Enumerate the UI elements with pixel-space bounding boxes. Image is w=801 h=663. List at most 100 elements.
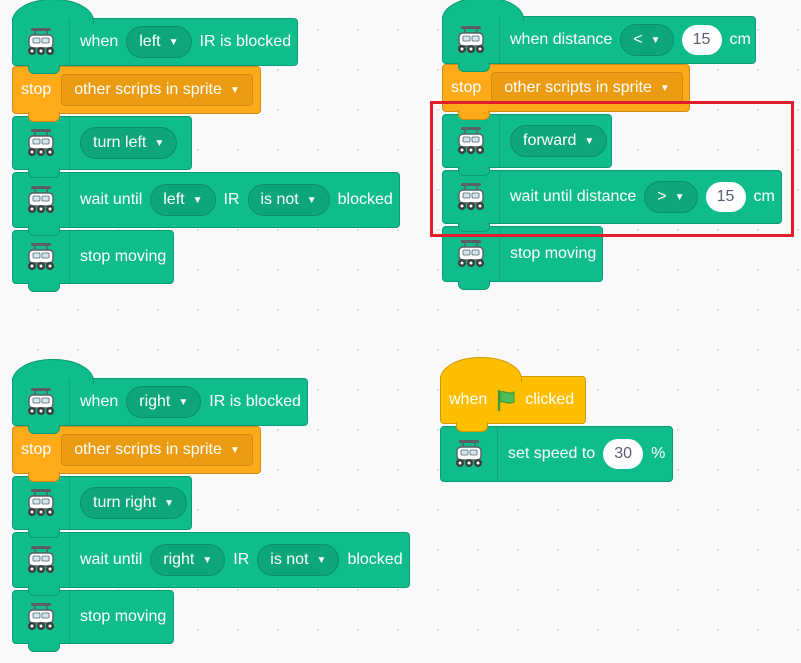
ir-state-dropdown[interactable]: is not ▼ <box>247 184 330 216</box>
stop-option-dropdown[interactable]: other scripts in sprite ▼ <box>61 434 253 466</box>
highlight-rectangle <box>430 101 794 237</box>
turn-direction-dropdown[interactable]: turn right ▼ <box>80 487 188 519</box>
stop-label: stop <box>451 79 482 96</box>
stop-option-dropdown[interactable]: other scripts in sprite ▼ <box>61 74 253 106</box>
caret-down-icon: ▼ <box>229 84 240 96</box>
set-speed-block[interactable]: set speed to 30 % <box>440 426 673 482</box>
caret-down-icon: ▼ <box>178 396 189 408</box>
wait-until-ir-block[interactable]: wait until left ▼ IR is not ▼ blocked <box>12 172 400 236</box>
dropdown-value: turn left <box>93 134 147 151</box>
turn-block[interactable]: turn left ▼ <box>12 116 192 178</box>
when-ir-blocked-hat-block[interactable]: when right ▼ IR is blocked <box>12 359 308 434</box>
caret-down-icon: ▼ <box>192 194 203 206</box>
stop-block[interactable]: stop other scripts in sprite ▼ <box>12 66 261 122</box>
wait-until-distance-block[interactable]: wait until distance >▼ 15 cm <box>442 170 782 232</box>
block-text: stop moving <box>80 608 167 625</box>
block-text: when <box>80 33 119 50</box>
speed-input[interactable]: 30 <box>603 439 644 469</box>
dropdown-value: right <box>139 393 171 410</box>
block-text: when <box>80 393 119 410</box>
stop-block[interactable]: stop other scripts in sprite ▼ <box>12 426 261 482</box>
caret-down-icon: ▼ <box>154 137 165 149</box>
dropdown-value: < <box>633 31 643 48</box>
robot-car-icon <box>13 477 70 529</box>
turn-direction-dropdown[interactable]: turn left ▼ <box>80 127 178 159</box>
block-text: % <box>651 445 666 462</box>
dropdown-value: other scripts in sprite <box>74 81 222 98</box>
dropdown-value: turn right <box>93 494 157 511</box>
robot-car-icon <box>13 379 70 425</box>
caret-down-icon: ▼ <box>650 34 661 46</box>
block-text: cm <box>729 31 751 48</box>
robot-car-icon <box>441 427 498 481</box>
comparison-dropdown[interactable]: >▼ <box>644 181 698 213</box>
block-text: stop moving <box>80 248 167 265</box>
ir-side-dropdown[interactable]: right ▼ <box>126 386 202 418</box>
stop-moving-block[interactable]: stop moving <box>12 590 174 652</box>
turn-block[interactable]: turn right ▼ <box>12 476 192 538</box>
move-block[interactable]: forward ▼ <box>442 114 612 176</box>
dropdown-value: other scripts in sprite <box>504 79 652 96</box>
dropdown-value: is not <box>260 191 299 208</box>
dropdown-value: right <box>163 551 195 568</box>
caret-down-icon: ▼ <box>674 191 685 203</box>
robot-car-icon <box>13 19 70 65</box>
robot-car-icon <box>13 231 70 283</box>
caret-down-icon: ▼ <box>164 497 175 509</box>
stop-block[interactable]: stop other scripts in sprite ▼ <box>442 64 690 120</box>
stop-label: stop <box>21 81 52 98</box>
block-text: IR is blocked <box>209 393 301 410</box>
block-text: when distance <box>510 31 613 48</box>
dropdown-value: other scripts in sprite <box>74 441 222 458</box>
stop-option-dropdown[interactable]: other scripts in sprite ▼ <box>491 72 683 104</box>
ir-side-dropdown[interactable]: left ▼ <box>150 184 216 216</box>
stop-moving-block[interactable]: stop moving <box>12 230 174 292</box>
block-text: IR is blocked <box>199 33 292 50</box>
robot-car-icon <box>13 591 70 643</box>
dropdown-value: forward <box>523 132 577 149</box>
robot-car-icon <box>13 533 70 587</box>
stop-label: stop <box>21 441 52 458</box>
move-direction-dropdown[interactable]: forward ▼ <box>510 125 608 157</box>
distance-input[interactable]: 15 <box>681 25 722 55</box>
ir-state-dropdown[interactable]: is not ▼ <box>257 544 340 576</box>
block-text: when <box>449 391 488 408</box>
distance-input[interactable]: 15 <box>705 182 746 212</box>
robot-car-icon <box>13 117 70 169</box>
caret-down-icon: ▼ <box>584 135 595 147</box>
when-ir-blocked-hat-block[interactable]: when left ▼ IR is blocked <box>12 0 298 74</box>
block-text: cm <box>753 188 775 205</box>
robot-car-icon <box>13 173 70 227</box>
dropdown-value: left <box>163 191 185 208</box>
block-text: stop moving <box>510 245 597 262</box>
caret-down-icon: ▼ <box>316 554 327 566</box>
wait-until-ir-block[interactable]: wait until right ▼ IR is not ▼ blocked <box>12 532 410 596</box>
caret-down-icon: ▼ <box>306 194 317 206</box>
caret-down-icon: ▼ <box>229 444 240 456</box>
robot-car-icon <box>443 17 500 63</box>
block-text: blocked <box>347 551 403 568</box>
dropdown-value: left <box>139 33 161 50</box>
caret-down-icon: ▼ <box>202 554 213 566</box>
block-text: IR <box>223 191 240 208</box>
caret-down-icon: ▼ <box>168 36 179 48</box>
dropdown-value: > <box>657 188 667 205</box>
green-flag-icon <box>498 389 515 411</box>
robot-car-icon <box>443 227 500 281</box>
when-distance-hat-block[interactable]: when distance <▼ 15 cm <box>442 0 756 72</box>
block-text: wait until distance <box>510 188 637 205</box>
comparison-dropdown[interactable]: <▼ <box>620 24 674 56</box>
caret-down-icon: ▼ <box>659 82 670 94</box>
block-text: blocked <box>337 191 393 208</box>
ir-side-dropdown[interactable]: right ▼ <box>150 544 226 576</box>
dropdown-value: is not <box>270 551 309 568</box>
when-flag-clicked-hat-block[interactable]: when clicked <box>440 357 586 432</box>
block-text: IR <box>233 551 250 568</box>
robot-car-icon <box>443 115 500 167</box>
block-text: set speed to <box>508 445 596 462</box>
ir-side-dropdown[interactable]: left ▼ <box>126 26 192 58</box>
block-text: clicked <box>525 391 575 408</box>
block-text: wait until <box>80 551 143 568</box>
block-text: wait until <box>80 191 143 208</box>
robot-car-icon <box>443 171 500 223</box>
